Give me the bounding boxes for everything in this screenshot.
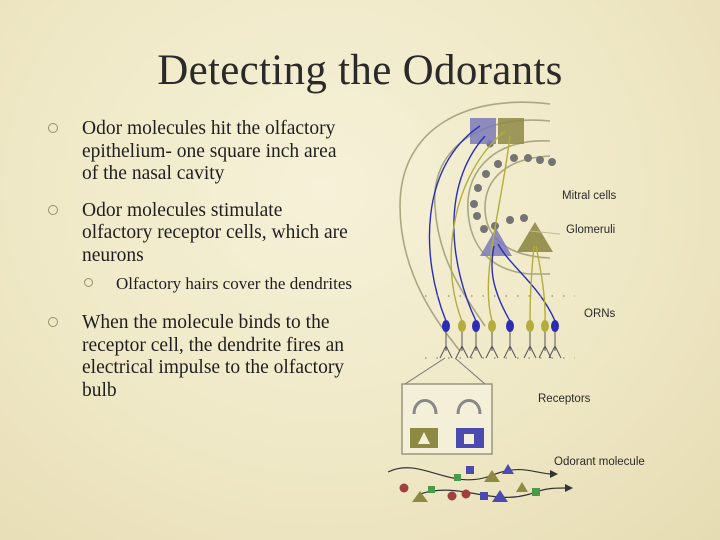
odorant-flow	[387, 467, 566, 498]
bullet-text: Odor molecules hit the olfactory epithel…	[82, 118, 337, 184]
glomerulus-olive	[498, 118, 524, 144]
sub-bullet-circle-icon	[84, 278, 93, 287]
bullet-text: Odor molecules stimulate olfactory recep…	[82, 199, 348, 266]
label-odorant-molecule: Odorant molecule	[554, 456, 645, 468]
olive-axons	[450, 130, 546, 322]
sub-bullet-olfactory-hairs: Olfactory hairs cover the dendrites	[46, 273, 356, 294]
bullet-circle-icon	[48, 204, 58, 215]
orn-neurons	[439, 320, 562, 359]
sub-bullet-text: Olfactory hairs cover the dendrites	[116, 274, 353, 293]
bullet-molecule-binds: When the molecule binds to the receptor …	[46, 312, 356, 402]
receptor-zoom	[404, 357, 486, 385]
bullet-text: When the molecule binds to the receptor …	[82, 312, 345, 401]
odorant-molecules	[399, 464, 540, 502]
slide-title: Detecting the Odorants	[157, 47, 563, 94]
receptor-right-shape	[456, 399, 482, 415]
bullet-odor-molecules-hit: Odor molecules hit the olfactory epithel…	[46, 118, 356, 186]
label-mitral-cells: Mitral cells	[562, 190, 617, 202]
glomerulus-olive-triangle	[517, 222, 553, 252]
glomerulus-purple	[470, 118, 496, 144]
bullet-odor-molecules-stimulate: Odor molecules stimulate olfactory recep…	[46, 200, 356, 268]
bullet-circle-icon	[48, 123, 58, 133]
receptor-left-shape	[412, 399, 438, 415]
bullet-list: Odor molecules hit the olfactory epithel…	[46, 118, 356, 416]
mitral-cell-dots	[470, 140, 556, 233]
olfactory-diagram: Mitral cells Glomeruli ORNs Receptors Od…	[387, 101, 645, 502]
bullet-circle-icon	[48, 317, 58, 327]
label-receptors: Receptors	[538, 393, 591, 405]
glomerulus-purple-triangle	[480, 228, 512, 256]
label-orns: ORNs	[584, 308, 616, 320]
label-glomeruli: Glomeruli	[566, 224, 615, 236]
